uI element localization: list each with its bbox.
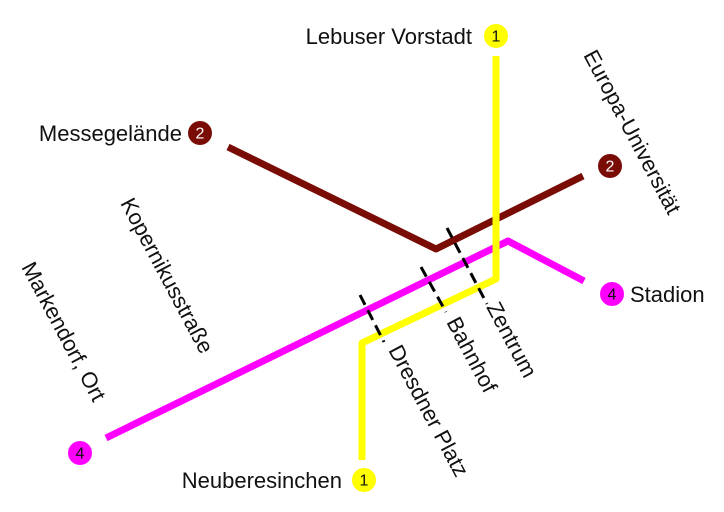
terminal-label-markendorf-ort: Markendorf, Ort <box>17 258 111 406</box>
line-2-route <box>226 143 585 253</box>
stop-marker-zentrum <box>445 227 489 305</box>
terminal-label-messegelaende: Messegelände <box>39 121 182 146</box>
line-4-badge-icon: 4 <box>68 441 92 465</box>
terminal-label-europa-universitaet: Europa-Universität <box>579 46 687 219</box>
svg-text:2: 2 <box>196 126 205 143</box>
terminal-label-stadion: Stadion <box>630 282 705 307</box>
stop-marker-bahnhof <box>419 266 448 313</box>
stop-label-dresdner-platz: Dresdner Platz <box>384 341 474 481</box>
svg-text:1: 1 <box>492 29 501 46</box>
line-4-route <box>104 237 586 442</box>
stop-marker-dresdner-platz <box>358 294 386 343</box>
svg-text:4: 4 <box>608 287 617 304</box>
line-1-badge-icon: 1 <box>352 468 376 492</box>
svg-text:2: 2 <box>606 159 615 176</box>
line-1-route <box>358 56 500 460</box>
line-2-badge-icon: 2 <box>188 121 212 145</box>
svg-text:4: 4 <box>76 446 85 463</box>
svg-text:1: 1 <box>360 473 369 490</box>
terminal-label-kopernikusstrasse: Kopernikusstraße <box>116 194 219 358</box>
line-4-badge-icon: 4 <box>600 282 624 306</box>
line-2-badge-icon: 2 <box>598 154 622 178</box>
line-1-badge-icon: 1 <box>484 24 508 48</box>
terminal-label-neuberesinchen: Neuberesinchen <box>182 468 342 493</box>
terminal-label-lebuser-vorstadt: Lebuser Vorstadt <box>306 24 472 49</box>
